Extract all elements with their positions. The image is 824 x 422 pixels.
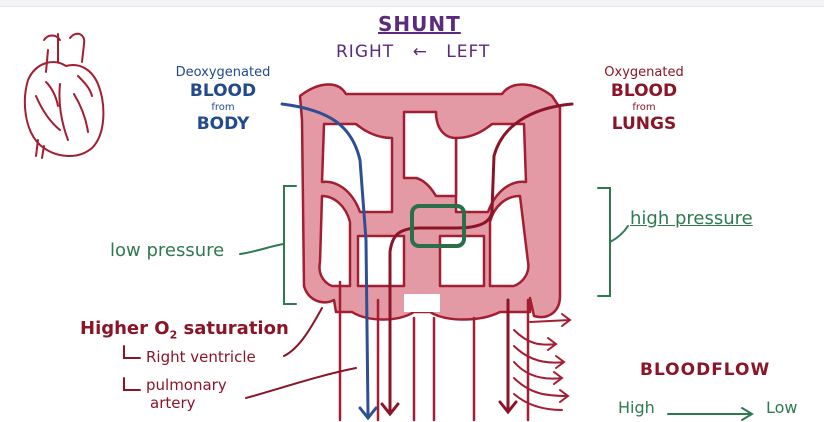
deoxygenated-label: Deoxygenated BLOOD from BODY: [168, 66, 278, 133]
shunt-title: SHUNT: [378, 12, 461, 36]
oxygenated-pathway: [380, 102, 574, 417]
deoxygenated-line4: BODY: [196, 114, 250, 134]
outflow-vessels: [338, 280, 530, 422]
shunt-highlight-box: [410, 204, 466, 248]
bloodflow-arrow: [667, 407, 754, 421]
high-pressure-label: high pressure: [630, 208, 753, 229]
higher-o2-suffix: saturation: [177, 318, 289, 339]
window-top-edge: [0, 0, 824, 7]
higher-o2-label: Higher O2 saturation: [80, 320, 289, 341]
shunt-direction: RIGHT ← LEFT: [336, 44, 490, 61]
oxygenated-label: Oxygenated BLOOD from LUNGS: [592, 66, 696, 133]
oxygenated-line1: Oxygenated: [604, 65, 684, 80]
oxygenated-line3: from: [632, 102, 656, 113]
pressure-brackets: [239, 185, 629, 305]
leak-arrows: [513, 313, 572, 411]
higher-o2-prefix: Higher O: [80, 318, 170, 339]
bloodflow-title: BLOODFLOW: [640, 360, 771, 380]
left-arrow-icon: ←: [412, 42, 428, 62]
heart-anatomy-icon: [23, 32, 105, 159]
right-ventricle-label: Right ventricle: [146, 348, 256, 366]
oxygenated-line4: LUNGS: [611, 114, 677, 134]
direction-from: RIGHT: [336, 42, 395, 62]
direction-to: LEFT: [446, 42, 491, 62]
oxygenated-line2: BLOOD: [610, 81, 678, 101]
deoxygenated-line2: BLOOD: [189, 81, 257, 101]
higher-o2-subscript: 2: [169, 328, 178, 342]
pulmonary-line1: pulmonary: [146, 376, 227, 394]
bloodflow-high: High: [618, 398, 655, 417]
annotation-pointers: [123, 307, 357, 399]
deoxygenated-line1: Deoxygenated: [175, 65, 271, 80]
deoxygenated-line3: from: [211, 102, 235, 113]
deoxygenated-pathway: [280, 102, 378, 421]
bloodflow-low: Low: [766, 398, 798, 417]
pulmonary-artery-label: pulmonary artery: [146, 378, 227, 411]
low-pressure-label: low pressure: [110, 240, 225, 261]
pulmonary-line2: artery: [150, 394, 196, 412]
